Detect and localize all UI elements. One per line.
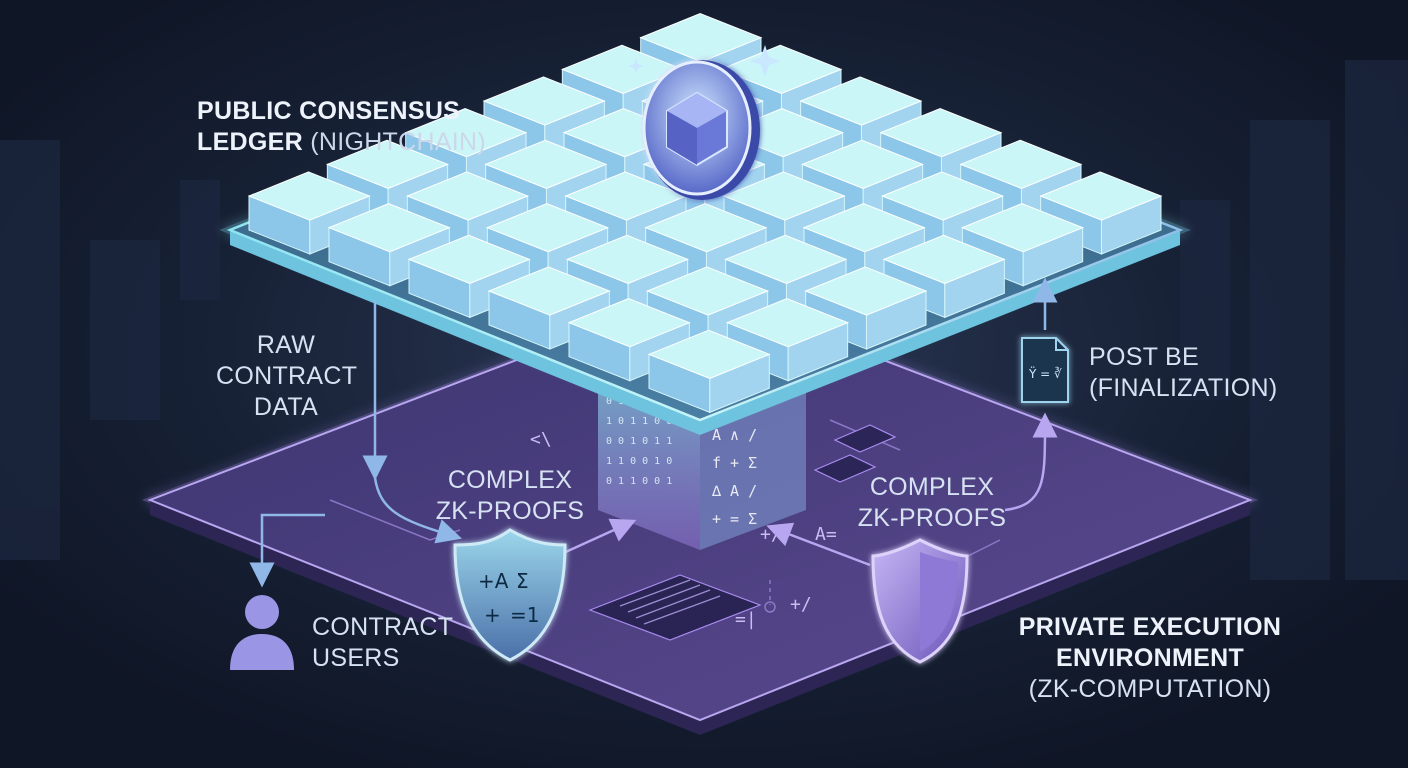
public-ledger-label: PUBLIC CONSENSUS LEDGER (NIGHTCHAIN) — [197, 96, 486, 158]
binary-stream: 0 0 1 0 1 1 — [606, 436, 672, 447]
raw-data-label: RAW CONTRACT DATA — [216, 330, 356, 423]
document-formula-icon: Ÿ = ∛ — [1022, 338, 1068, 402]
users-line2: USERS — [312, 643, 453, 674]
public-ledger-line1: PUBLIC CONSENSUS — [197, 96, 486, 127]
public-ledger-line2: LEDGER (NIGHTCHAIN) — [197, 127, 486, 158]
binary-stream: 1 1 0 0 1 0 — [606, 456, 672, 467]
proofs-left-line2: ZK-PROOFS — [430, 496, 590, 527]
private-env-line1: PRIVATE EXECUTION — [1000, 612, 1300, 643]
private-env-line2: ENVIRONMENT — [1000, 643, 1300, 674]
post-line2: (FINALIZATION) — [1089, 373, 1277, 404]
private-env-label: PRIVATE EXECUTION ENVIRONMENT (ZK-COMPUT… — [1000, 612, 1300, 705]
proofs-right-line1: COMPLEX — [852, 472, 1012, 503]
platform-symbol: <\ — [530, 429, 552, 450]
shield-glyph: + — [484, 603, 501, 627]
ledger-token — [644, 60, 760, 200]
proofs-left-label: COMPLEX ZK-PROOFS — [430, 465, 590, 527]
binary-stream: 0 1 1 0 0 1 — [606, 476, 672, 487]
proofs-right-line2: ZK-PROOFS — [852, 503, 1012, 534]
public-ledger-line2-bold: LEDGER — [197, 128, 303, 156]
symbol-stream: A ∧ / — [712, 426, 757, 444]
proofs-right-label: COMPLEX ZK-PROOFS — [852, 472, 1012, 534]
public-ledger-line2-rest: (NIGHTCHAIN) — [303, 128, 486, 156]
shield-glyph: =1 — [510, 603, 539, 627]
users-label: CONTRACT USERS — [312, 612, 453, 674]
raw-data-line2: CONTRACT — [216, 361, 356, 392]
symbol-stream: f + Σ — [712, 454, 757, 472]
raw-data-line1: RAW — [216, 330, 356, 361]
symbol-stream: + = Σ — [712, 510, 757, 528]
raw-data-line3: DATA — [216, 392, 356, 423]
platform-symbol: +/ — [760, 524, 782, 545]
document-formula: Ÿ = ∛ — [1028, 366, 1062, 381]
shield-glyph: +A — [478, 569, 509, 593]
platform-symbol: +/ — [790, 594, 812, 615]
platform-symbol: A= — [815, 524, 837, 545]
proofs-left-line1: COMPLEX — [430, 465, 590, 496]
users-line1: CONTRACT — [312, 612, 453, 643]
shield-glyph: Σ — [516, 569, 529, 593]
private-env-line3: (ZK-COMPUTATION) — [1000, 674, 1300, 705]
symbol-stream: ∆ A / — [711, 482, 757, 500]
post-label: POST BE (FINALIZATION) — [1089, 342, 1277, 404]
post-line1: POST BE — [1089, 342, 1277, 373]
